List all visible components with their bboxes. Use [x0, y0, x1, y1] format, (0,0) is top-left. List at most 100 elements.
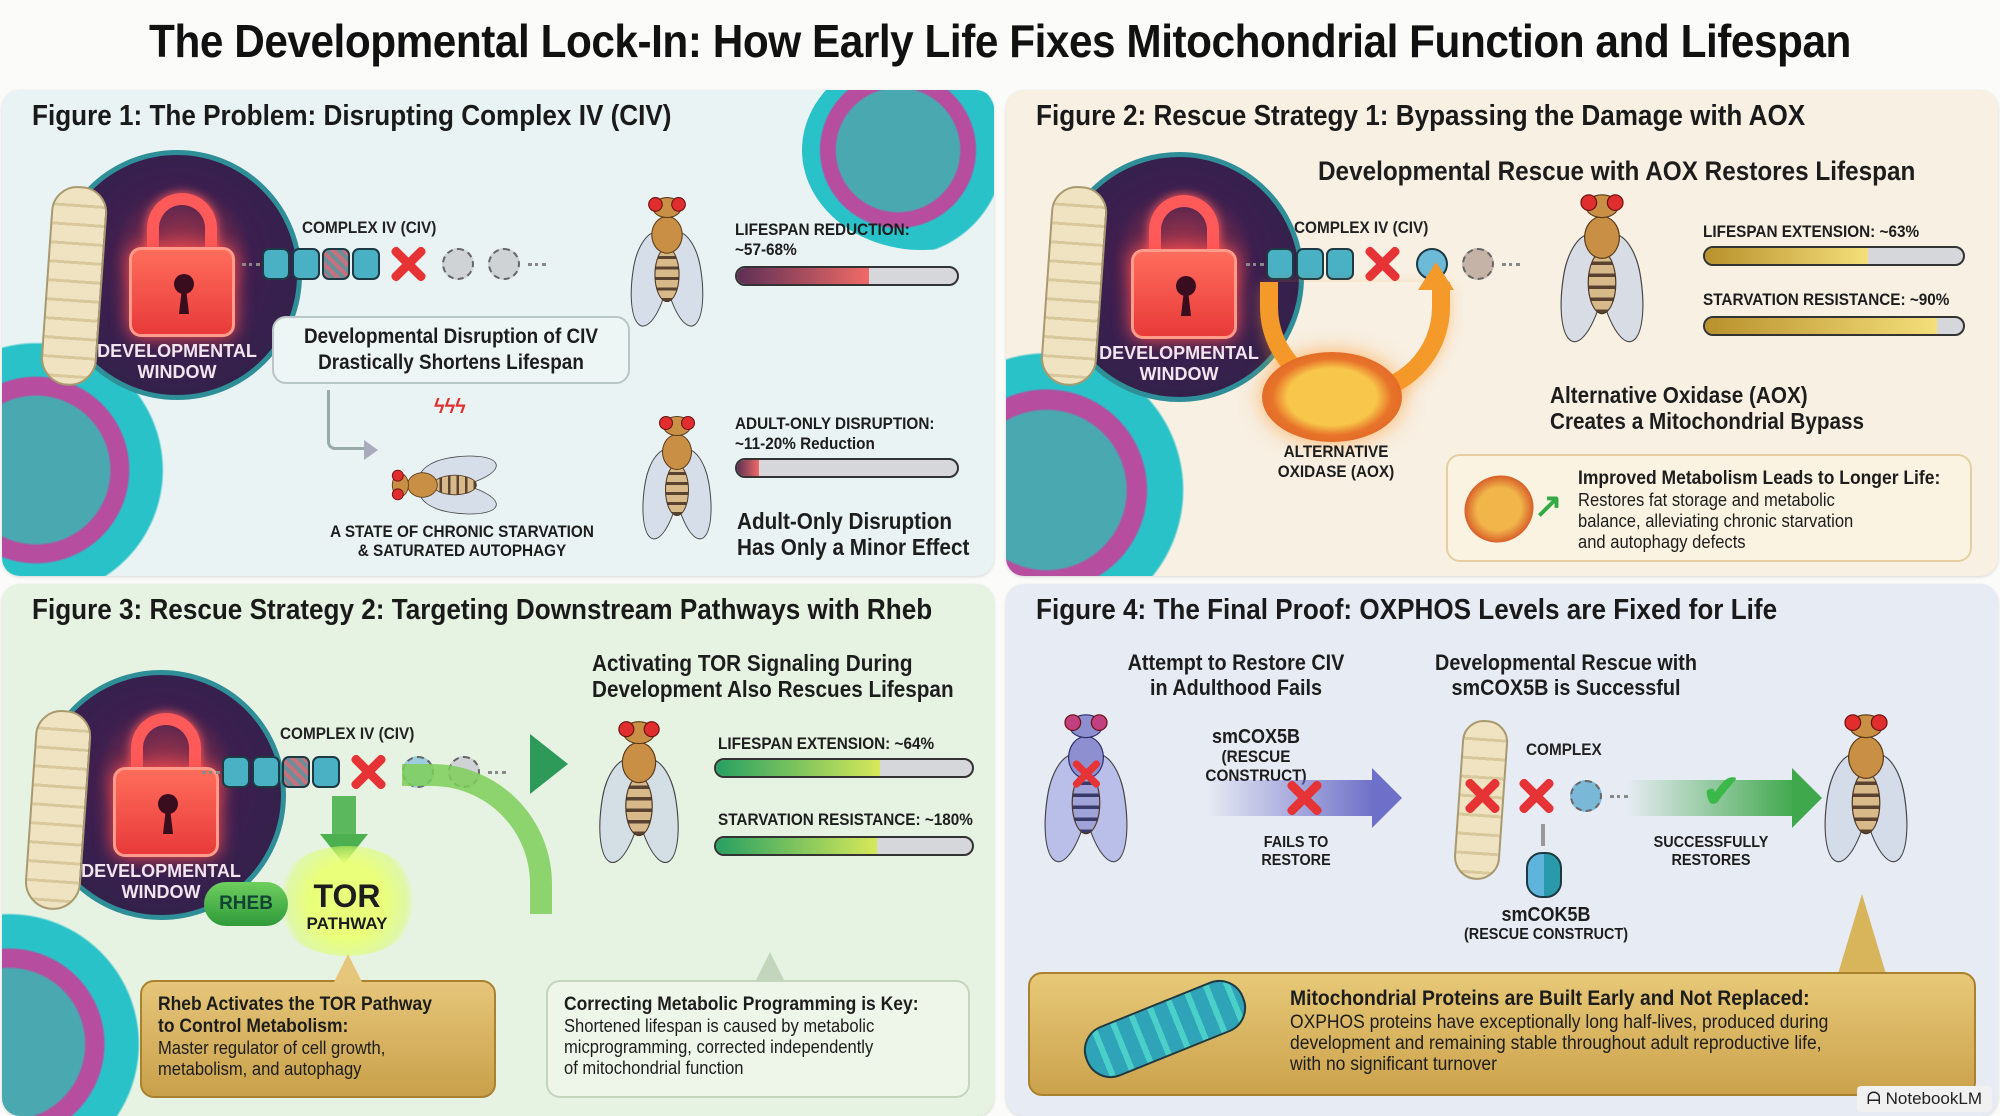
- lifespan-extension-bar-fill: [1705, 248, 1868, 264]
- adult-only-bar: [735, 458, 959, 478]
- complex-subunit-icon: [312, 756, 340, 788]
- figure-4-panel: Figure 4: The Final Proof: OXPHOS Levels…: [1006, 584, 1998, 1116]
- notebooklm-watermark: ᗩ NotebookLM: [1856, 1086, 1992, 1112]
- improved-metabolism-text: Restores fat storage and metabolic: [1578, 490, 1835, 510]
- complex-chain: [1456, 776, 1628, 816]
- complex-iv-label: COMPLEX IV (CIV): [302, 218, 437, 237]
- complex-subunit-icon: [1296, 248, 1324, 280]
- missing-subunit-icon: [402, 756, 434, 788]
- subunit-icon: [1570, 780, 1602, 812]
- arrow-head-icon: [364, 440, 378, 460]
- figure-4-title: Figure 4: The Final Proof: OXPHOS Levels…: [1036, 594, 1778, 626]
- lifespan-reduction-bar-fill: [737, 268, 869, 284]
- improved-metabolism-text: balance, alleviating chronic starvation: [1578, 511, 1854, 531]
- complex-subunit-icon: [292, 248, 320, 280]
- improved-metabolism-heading: Improved Metabolism Leads to Longer Life…: [1578, 468, 1941, 489]
- complex-subunit-icon: [1326, 248, 1354, 280]
- figure-3-subtitle: Activating TOR Signaling During Developm…: [592, 650, 954, 702]
- starvation-label: A STATE OF CHRONIC STARVATION & SATURATE…: [330, 522, 594, 560]
- damaged-subunit-icon: [322, 248, 350, 280]
- complex-subunit-icon: [252, 756, 280, 788]
- smcox5b-protein-icon: [1526, 852, 1562, 898]
- complex-iv-label: COMPLEX IV (CIV): [280, 724, 415, 743]
- callout-pointer-icon: [756, 952, 784, 980]
- stress-lines-icon: ϟϟϟ: [434, 396, 466, 418]
- starvation-resistance-bar-fill: [1705, 318, 1938, 334]
- fly-icon: [1551, 187, 1653, 346]
- mitochondrion-icon: [1262, 352, 1402, 442]
- x-mark-icon: [1462, 776, 1502, 816]
- starving-fly-icon: [387, 449, 500, 521]
- adult-attempt-heading: Attempt to Restore CIV in Adulthood Fail…: [1127, 650, 1345, 700]
- down-arrow-icon: [332, 796, 356, 836]
- disruption-callout: Developmental Disruption of CIV Drastica…: [272, 316, 630, 384]
- missing-subunit-icon: [1462, 248, 1494, 280]
- damaged-subunit-icon: [282, 756, 310, 788]
- lifespan-extension-label: LIFESPAN EXTENSION: ~63%: [1703, 222, 1920, 241]
- complex-iv-chain: [1246, 244, 1520, 284]
- complex-subunit-icon: [222, 756, 250, 788]
- success-arrow-icon: [1626, 780, 1796, 816]
- fly-icon: [623, 191, 711, 330]
- tor-label: TOR: [313, 878, 381, 914]
- metabolic-programming-box: Correcting Metabolic Programming is Key:…: [546, 980, 970, 1098]
- callout-pointer-icon: [1838, 894, 1886, 974]
- lifespan-extension-label: LIFESPAN EXTENSION: ~64%: [718, 734, 935, 753]
- lifespan-extension-bar-fill: [716, 760, 880, 776]
- figure-1-title: Figure 1: The Problem: Disrupting Comple…: [32, 100, 672, 132]
- complex-iv-label: COMPLEX IV (CIV): [1294, 218, 1429, 237]
- growth-arrow-icon: ↗: [1534, 487, 1563, 525]
- adult-only-caption: Adult-Only Disruption Has Only a Minor E…: [737, 508, 970, 560]
- arrow-head-icon: [530, 734, 568, 794]
- keyhole-icon: [158, 794, 178, 834]
- starvation-resistance-bar: [1703, 316, 1965, 336]
- figure-2-title: Figure 2: Rescue Strategy 1: Bypassing t…: [1036, 100, 1806, 132]
- x-mark-icon: [1362, 244, 1402, 284]
- main-title: The Developmental Lock-In: How Early Lif…: [149, 15, 1851, 67]
- complex-subunit-icon: [262, 248, 290, 280]
- developmental-window-label: DEVELOPMENTAL WINDOW: [1099, 343, 1259, 384]
- rescued-fly-icon: [1815, 707, 1917, 866]
- complex-subunit-icon: [352, 248, 380, 280]
- protein-complex-icon: [1076, 972, 1254, 1086]
- rheb-pill[interactable]: RHEB: [204, 882, 288, 926]
- x-mark-icon: [1070, 758, 1102, 790]
- fly-icon: [591, 714, 687, 867]
- complex-iv-chain: [242, 244, 546, 284]
- mitochondrial-proteins-box: Mitochondrial Proteins are Built Early a…: [1028, 972, 1976, 1096]
- lifespan-extension-bar: [1703, 246, 1965, 266]
- missing-subunit-icon: [448, 756, 480, 788]
- adult-only-bar-fill: [737, 460, 759, 476]
- x-mark-icon: [388, 244, 428, 284]
- lifespan-reduction-label: LIFESPAN REDUCTION: ~57-68%: [735, 220, 910, 259]
- figure-3-panel: Figure 3: Rescue Strategy 2: Targeting D…: [2, 584, 994, 1116]
- adult-only-label: ADULT-ONLY DISRUPTION: ~11-20% Reduction: [735, 414, 935, 453]
- lifespan-reduction-bar: [735, 266, 959, 286]
- starvation-resistance-bar-fill: [716, 838, 878, 854]
- x-mark-icon: [1516, 776, 1556, 816]
- figure-2-panel: Figure 2: Rescue Strategy 1: Bypassing t…: [1006, 90, 1998, 576]
- success-label: SUCCESSFULLY RESTORES: [1653, 834, 1769, 869]
- notebooklm-logo-icon: ᗩ: [1866, 1089, 1886, 1108]
- fly-icon: [635, 410, 719, 543]
- lifespan-extension-bar: [714, 758, 974, 778]
- aox-caption: Alternative Oxidase (AOX) Creates a Mito…: [1550, 382, 1865, 434]
- fails-label: FAILS TO RESTORE: [1261, 834, 1331, 869]
- developmental-rescue-heading: Developmental Rescue with smCOX5B is Suc…: [1435, 650, 1697, 700]
- bottom-construct-label: smCOK5B (RESCUE CONSTRUCT): [1464, 904, 1628, 943]
- callout-pointer-icon: [334, 954, 362, 982]
- figure-2-subtitle: Developmental Rescue with AOX Restores L…: [1318, 156, 1916, 186]
- figure-1-panel: Figure 1: The Problem: Disrupting Comple…: [2, 90, 994, 576]
- starvation-resistance-label: STARVATION RESISTANCE: ~90%: [1703, 290, 1950, 309]
- tor-glow-icon: [272, 846, 422, 956]
- up-arrow-icon: [1541, 824, 1545, 846]
- missing-subunit-icon: [488, 248, 520, 280]
- keyhole-icon: [1176, 276, 1196, 316]
- keyhole-icon: [174, 274, 194, 314]
- connector-arrow-icon: [327, 390, 367, 450]
- developmental-window: DEVELOPMENTAL WINDOW: [36, 670, 286, 920]
- tor-pathway-label: PATHWAY: [306, 914, 388, 933]
- figure-3-title: Figure 3: Rescue Strategy 2: Targeting D…: [32, 594, 933, 626]
- complex-subunit-icon: [1266, 248, 1294, 280]
- starvation-resistance-label: STARVATION RESISTANCE: ~180%: [718, 810, 973, 829]
